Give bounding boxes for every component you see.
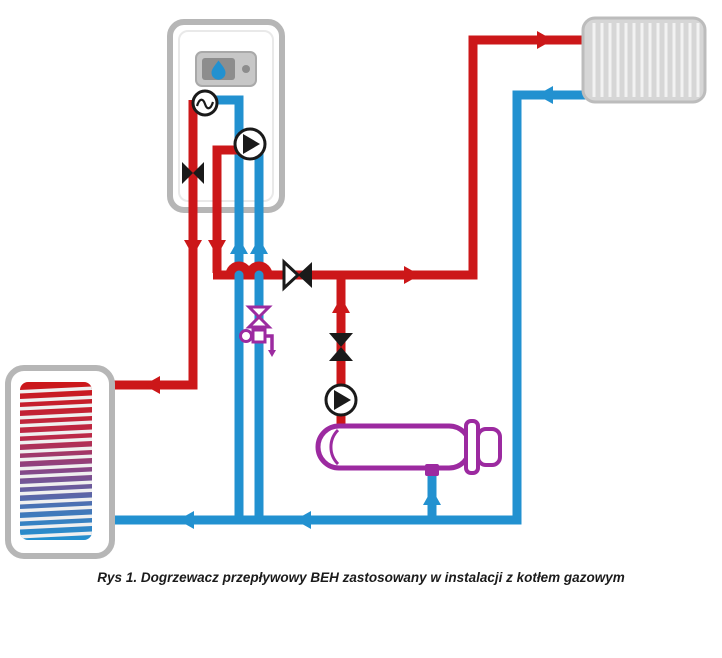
flow-arrow-left bbox=[295, 511, 311, 529]
gas-boiler bbox=[167, 19, 285, 213]
heater-left-seam bbox=[329, 428, 340, 466]
heater-bottom-fitting bbox=[425, 464, 439, 476]
boiler-supply-to-tank-pipe bbox=[110, 100, 198, 390]
check-valve-icon bbox=[282, 258, 312, 292]
flow-arrow-up bbox=[423, 489, 441, 505]
tank-coil bbox=[20, 382, 92, 540]
boiler-case bbox=[167, 19, 285, 213]
heater-body bbox=[315, 423, 473, 471]
beh-flow-heater bbox=[315, 419, 502, 476]
flow-arrow-left bbox=[537, 86, 553, 104]
flow-arrow-down bbox=[208, 240, 226, 256]
radiator-return-pipe bbox=[110, 90, 590, 525]
flow-arrow-down bbox=[184, 240, 202, 256]
flow-arrow-left bbox=[144, 376, 160, 394]
temperature-gauge-icon bbox=[191, 89, 219, 117]
boiler-inner-line bbox=[178, 30, 274, 202]
branch-valve-icon bbox=[329, 333, 353, 361]
branch-pump-icon bbox=[324, 383, 358, 417]
radiator-fins bbox=[592, 23, 700, 97]
panel-knob bbox=[242, 65, 250, 73]
panel-radiator bbox=[581, 16, 707, 104]
tank-coil-lines bbox=[20, 386, 92, 539]
safety-valve-group-icon bbox=[239, 305, 276, 357]
flow-arrow-right bbox=[537, 31, 553, 49]
figure-caption: Rys 1. Dogrzewacz przepływowy BEH zastos… bbox=[97, 570, 625, 585]
storage-tank bbox=[5, 365, 115, 559]
shut-off-valve-icon bbox=[182, 162, 204, 184]
heater-end-cap bbox=[476, 427, 502, 467]
supply-header-pipe bbox=[213, 35, 590, 280]
flame-icon bbox=[211, 60, 226, 80]
boiler-control-panel bbox=[195, 51, 257, 87]
flow-arrow-up bbox=[230, 238, 248, 254]
symbols bbox=[182, 89, 358, 417]
boiler-pump-icon bbox=[233, 127, 267, 161]
flow-arrows bbox=[144, 31, 553, 529]
flow-arrow-left bbox=[178, 511, 194, 529]
flow-arrow-up bbox=[332, 297, 350, 313]
flow-arrow-right bbox=[404, 266, 420, 284]
flow-arrow-up bbox=[250, 238, 268, 254]
boiler-return-pipe-1 bbox=[214, 95, 244, 522]
